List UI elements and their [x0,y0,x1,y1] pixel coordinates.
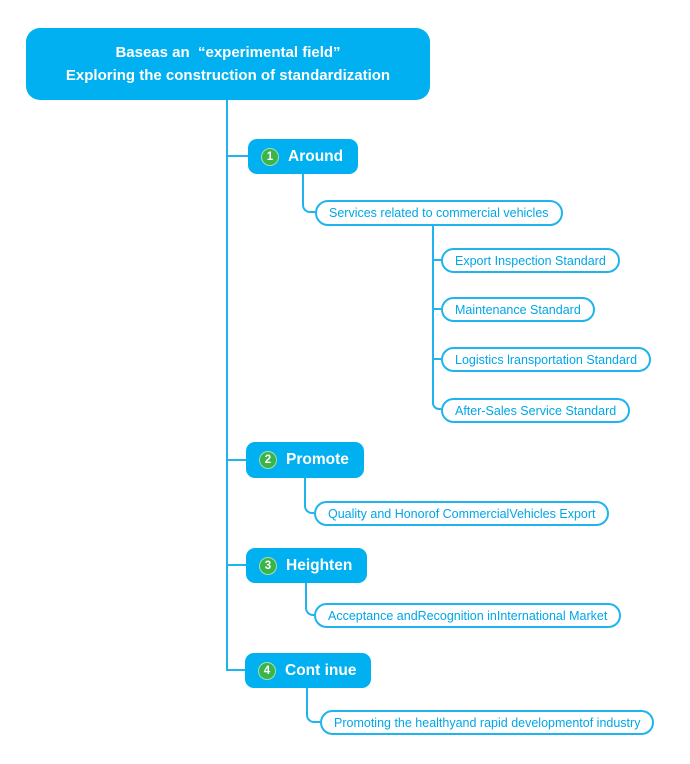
child-node-services[interactable]: Services related to commercial vehicles [315,200,563,226]
leaf-node-maintenance[interactable]: Maintenance Standard [441,297,595,322]
number-badge-4: 4 [258,661,276,680]
branch-node-continue[interactable]: 4 Cont inue [245,653,372,688]
leaf-trunk-connector [432,226,434,396]
branch-connector-heighten [227,564,246,566]
leaf-node-export-inspection[interactable]: Export Inspection Standard [441,248,620,273]
elbow-connector-around-child [302,174,315,213]
child-node-services-label: Services related to commercial vehicles [329,206,549,220]
branch-label-promote: Promote [286,451,349,468]
branch-connector-continue [227,669,245,671]
leaf-label: Logistics lransportation Standard [455,352,638,367]
child-node-promoting-label: Promoting the healthyand rapid developme… [334,715,641,730]
leaf-connector-1 [432,259,441,261]
number-badge-3: 3 [259,556,277,575]
branch-label-continue: Cont inue [285,661,357,679]
child-node-promoting[interactable]: Promoting the healthyand rapid developme… [320,710,655,735]
leaf-label: Maintenance Standard [455,302,581,317]
child-node-acceptance-label: Acceptance andRecognition inInternationa… [328,608,608,623]
branch-node-around[interactable]: 1 Around [248,139,359,174]
elbow-connector-promote-child [304,478,314,514]
root-title-line2: Exploring the construction of standardiz… [65,67,391,84]
child-node-acceptance[interactable]: Acceptance andRecognition inInternationa… [314,603,622,628]
number-badge-2: 2 [259,451,277,469]
child-node-quality-label: Quality and Honorof CommercialVehicles E… [328,506,596,521]
branch-node-heighten[interactable]: 3 Heighten [246,548,368,583]
leaf-connector-2 [432,308,441,310]
trunk-connector [226,100,228,671]
leaf-elbow-connector-4 [432,394,441,410]
leaf-label: After-Sales Service Standard [455,403,617,418]
number-badge-1: 1 [261,147,279,166]
leaf-node-after-sales[interactable]: After-Sales Service Standard [441,398,631,423]
elbow-connector-heighten-child [305,583,314,616]
leaf-label: Export Inspection Standard [455,253,606,268]
branch-label-around: Around [288,147,344,165]
child-node-quality[interactable]: Quality and Honorof CommercialVehicles E… [314,501,610,526]
leaf-connector-3 [432,358,441,360]
root-node[interactable]: Baseas an “experimental field” Exploring… [26,28,430,100]
branch-label-heighten: Heighten [286,556,353,574]
leaf-node-logistics[interactable]: Logistics lransportation Standard [441,347,652,372]
branch-connector-around [227,155,248,157]
elbow-connector-continue-child [306,688,320,723]
branch-connector-promote [227,459,246,461]
root-title-line1: Baseas an “experimental field” [115,43,341,61]
branch-node-promote[interactable]: 2 Promote [246,442,364,478]
